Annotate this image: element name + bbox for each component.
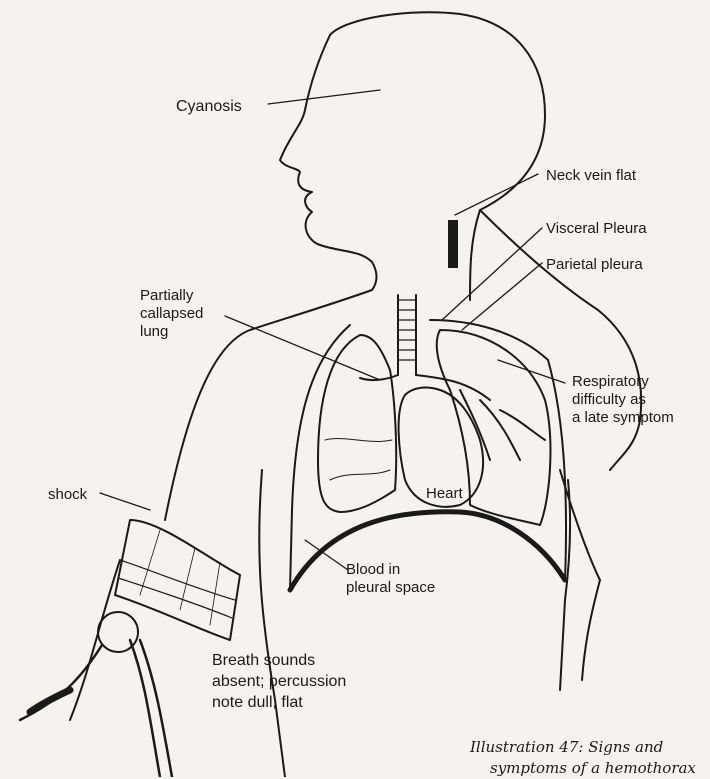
tube-dark [30,690,70,712]
neck-vein [448,220,458,268]
thorax-right [430,320,566,580]
label-breath-sounds: Breath sounds absent; percussion note du… [212,650,346,713]
trachea [398,295,416,375]
left-arm-outer [70,560,120,720]
label-visceral-pleura: Visceral Pleura [546,220,647,238]
label-shock: shock [48,486,87,504]
label-heart: Heart [426,485,463,503]
label-cyanosis: Cyanosis [176,96,242,117]
caption-line-2: symptoms of a hemothorax [490,757,696,779]
collapsed-lung [318,335,396,512]
label-partially-collapsed-lung: Partially callapsed lung [140,287,203,341]
lung-lobe-lines [325,439,392,480]
left-arm-inner [259,470,285,777]
blood-pressure-cuff [115,520,240,640]
label-neck-vein-flat: Neck vein flat [546,167,636,185]
gauge-tubes [20,640,172,777]
face-profile [280,35,377,290]
caption-line-1: Illustration 47: Signs and [470,736,663,758]
bronchi [360,375,545,460]
head-outline [330,12,545,300]
label-parietal-pleura: Parietal pleura [546,256,643,274]
label-blood-in-pleural-space: Blood in pleural space [346,561,435,597]
label-respiratory-difficulty: Respiratory difficulty as a late symptom [572,373,674,427]
